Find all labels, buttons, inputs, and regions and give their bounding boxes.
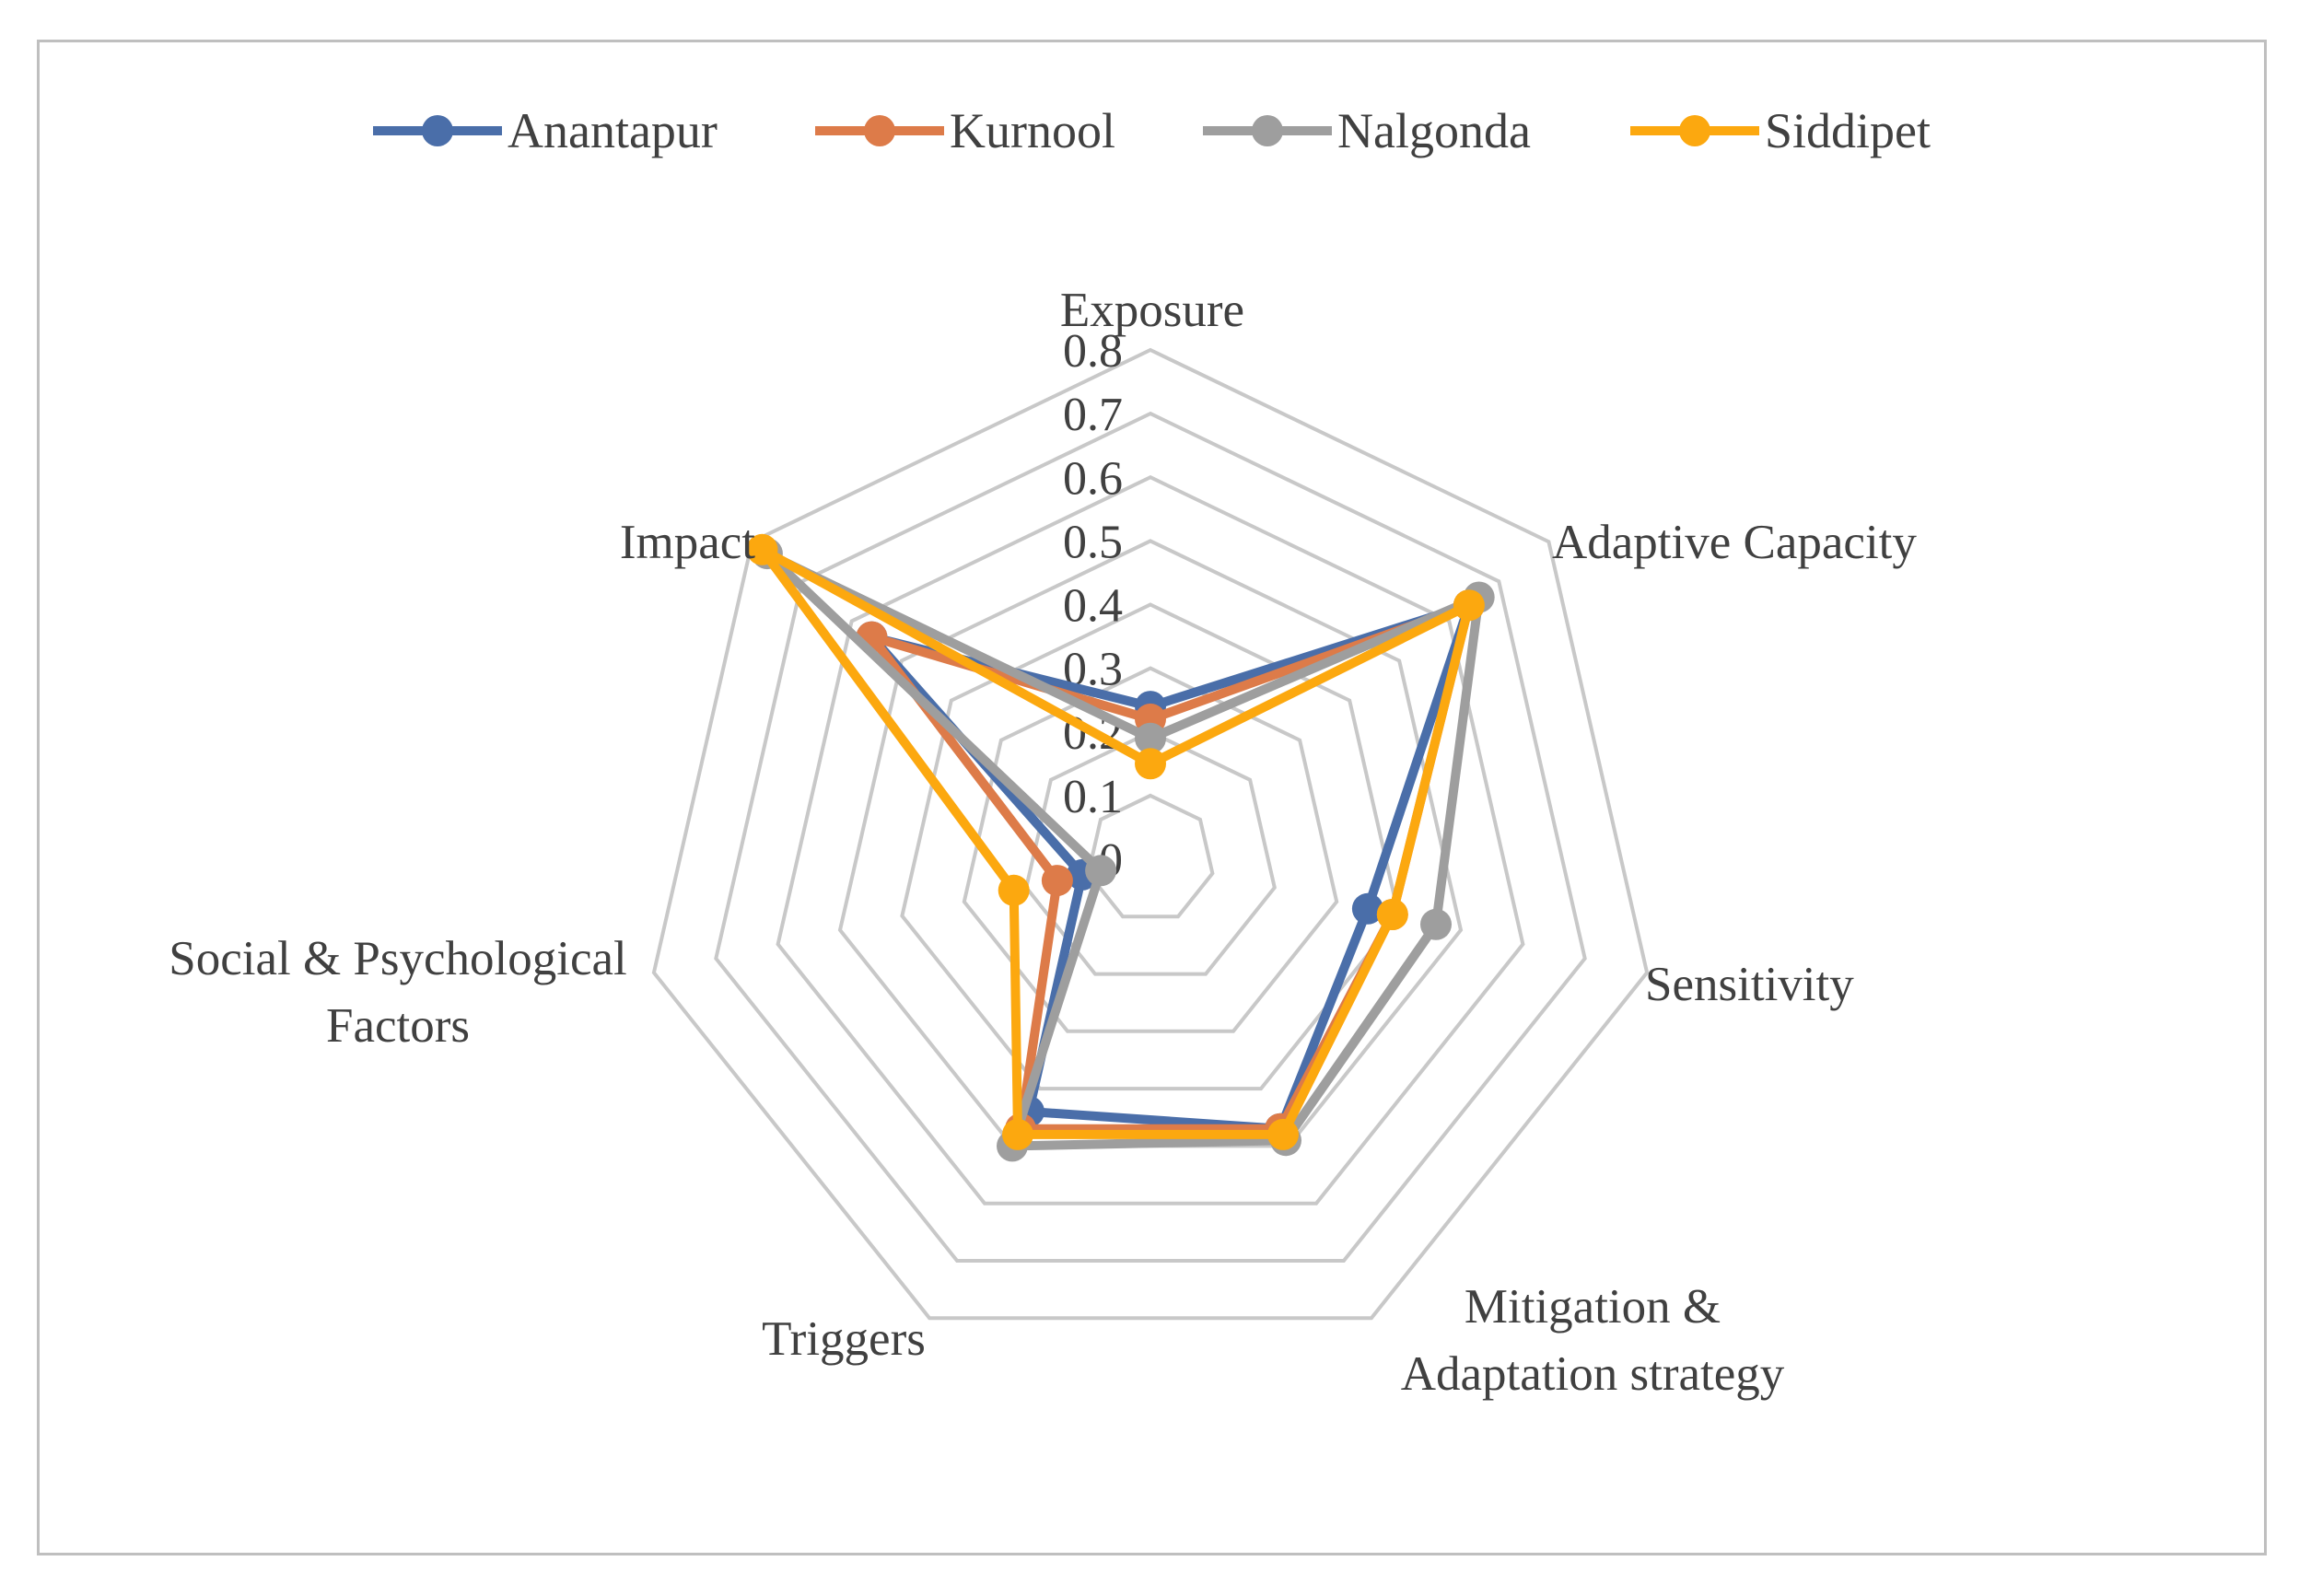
axis-label: Social & Psychological <box>169 932 627 985</box>
axis-label: Adaptive Capacity <box>1552 516 1917 569</box>
grid-ring <box>651 347 1650 1321</box>
tick-label: 0.6 <box>1063 452 1123 505</box>
legend-item-kurnool: Kurnool <box>815 103 1115 158</box>
chart-frame: 00.10.20.30.40.50.60.70.8 ExposureAdapti… <box>37 40 2267 1555</box>
series-line <box>757 544 1474 1139</box>
legend-item-siddipet: Siddipet <box>1630 103 1931 158</box>
data-point <box>1135 748 1166 780</box>
legend-marker <box>422 115 453 146</box>
data-point <box>1267 1118 1299 1150</box>
tick-label: 0.4 <box>1063 580 1123 633</box>
legend-marker <box>1252 115 1283 146</box>
data-point <box>746 533 778 565</box>
axis-label: Triggers <box>762 1312 926 1366</box>
series-line <box>762 549 1484 1151</box>
data-point <box>1351 892 1383 925</box>
axis-label: Impact <box>620 516 755 569</box>
legend-item-nalgonda: Nalgonda <box>1203 103 1531 158</box>
legend-label: Kurnool <box>950 103 1115 158</box>
axis-label: Adaptation strategy <box>1401 1347 1785 1401</box>
series-kurnool <box>856 589 1485 1145</box>
grid-ring <box>1086 793 1215 919</box>
grid-ring <box>776 474 1525 1206</box>
data-point <box>1376 899 1408 930</box>
legend-label: Anantapur <box>508 103 718 158</box>
legend-marker <box>1679 115 1710 146</box>
axis-label: Exposure <box>1060 284 1244 337</box>
radar-chart: 00.10.20.30.40.50.60.70.8 ExposureAdapti… <box>169 103 1931 1401</box>
data-point <box>1453 589 1485 622</box>
data-point <box>998 874 1030 906</box>
legend-item-anantapur: Anantapur <box>373 103 718 158</box>
legend-label: Siddipet <box>1765 103 1931 158</box>
data-point <box>1002 1118 1033 1150</box>
tick-label: 0.7 <box>1063 389 1123 441</box>
tick-label: 0.8 <box>1063 325 1123 378</box>
data-point <box>1420 908 1452 940</box>
series-layer <box>746 533 1495 1162</box>
data-point <box>1135 722 1166 754</box>
series-anantapur <box>856 589 1485 1145</box>
grid-ring <box>1024 729 1277 976</box>
radial-tick-labels: 00.10.20.30.40.50.60.70.8 <box>1063 325 1123 887</box>
data-point <box>1041 865 1073 897</box>
tick-label: 0.1 <box>1063 771 1123 823</box>
legend-marker <box>864 115 895 146</box>
tick-label: 0.5 <box>1063 516 1123 568</box>
grid-ring <box>714 411 1587 1263</box>
radar-grid <box>651 347 1650 1321</box>
axis-label: Sensitivity <box>1645 958 1854 1011</box>
legend-label: Nalgonda <box>1337 103 1531 158</box>
axis-label: Factors <box>326 999 470 1053</box>
axis-label: Mitigation & <box>1465 1280 1721 1334</box>
legend: Anantapur Kurnool Nalgonda Siddipet <box>373 103 1931 158</box>
data-point <box>1085 855 1117 887</box>
series-siddipet <box>746 533 1485 1150</box>
series-line <box>867 600 1474 1134</box>
